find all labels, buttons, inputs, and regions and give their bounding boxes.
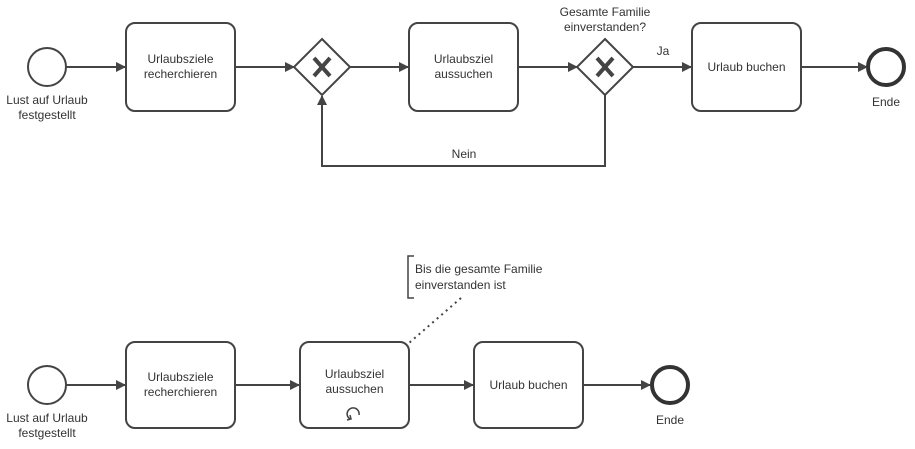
flow-label-yes: Ja: [657, 44, 670, 58]
task-urlaubsziel-aussuchen-loop[interactable]: Urlaubsziel aussuchen: [299, 341, 410, 429]
association-dotted[interactable]: [408, 297, 462, 344]
task-label-line-2: recherchieren: [144, 385, 217, 399]
start-event[interactable]: [27, 365, 67, 405]
end-event-label: Ende: [872, 95, 900, 109]
diagram-2: Lust auf Urlaub festgestellt Urlaubsziel…: [6, 255, 690, 440]
task-label-line-2: aussuchen: [325, 382, 383, 396]
task-label: Urlaub buchen: [489, 378, 567, 392]
annotation-line-2: einverstanden ist: [415, 278, 506, 292]
task-label-line-1: Urlaubsziele: [147, 52, 213, 66]
start-event-label-line-1: Lust auf Urlaub: [6, 411, 88, 425]
task-urlaub-buchen[interactable]: Urlaub buchen: [691, 22, 802, 112]
start-event-label-line-2: festgestellt: [18, 108, 76, 122]
start-event-label-line-1: Lust auf Urlaub: [6, 93, 88, 107]
x-mark-icon: [595, 56, 615, 78]
end-event-label: Ende: [656, 413, 684, 427]
flow-label-no: Nein: [452, 147, 477, 161]
exclusive-gateway-merge[interactable]: [292, 37, 352, 97]
end-event[interactable]: [866, 47, 906, 87]
end-event[interactable]: [650, 365, 690, 405]
sequence-flow-no[interactable]: [317, 95, 606, 167]
task-urlaub-buchen[interactable]: Urlaub buchen: [473, 341, 584, 429]
start-event[interactable]: [27, 47, 67, 87]
task-label-line-1: Urlaubsziel: [325, 367, 384, 381]
task-urlaubsziele-recherchieren[interactable]: Urlaubsziele recherchieren: [125, 341, 236, 429]
gateway-question-line-1: Gesamte Familie: [560, 5, 651, 19]
task-label: Urlaub buchen: [707, 60, 785, 74]
start-event-label-line-2: festgestellt: [18, 426, 76, 440]
text-annotation[interactable]: Bis die gesamte Familie einverstanden is…: [407, 255, 543, 299]
task-label-line-1: Urlaubsziel: [434, 52, 493, 66]
task-urlaubsziele-recherchieren[interactable]: Urlaubsziele recherchieren: [125, 22, 236, 112]
task-label-line-1: Urlaubsziele: [147, 370, 213, 384]
task-urlaubsziel-aussuchen[interactable]: Urlaubsziel aussuchen: [408, 22, 519, 112]
task-label-line-2: recherchieren: [144, 67, 217, 81]
gateway-question-line-2: einverstanden?: [564, 20, 646, 34]
loop-icon: [346, 407, 360, 421]
task-label-line-2: aussuchen: [434, 67, 492, 81]
diagram-1: Lust auf Urlaub festgestellt Urlaubsziel…: [6, 5, 906, 167]
x-mark-icon: [312, 56, 332, 78]
exclusive-gateway-decision[interactable]: [575, 37, 635, 97]
annotation-line-1: Bis die gesamte Familie: [415, 262, 543, 276]
